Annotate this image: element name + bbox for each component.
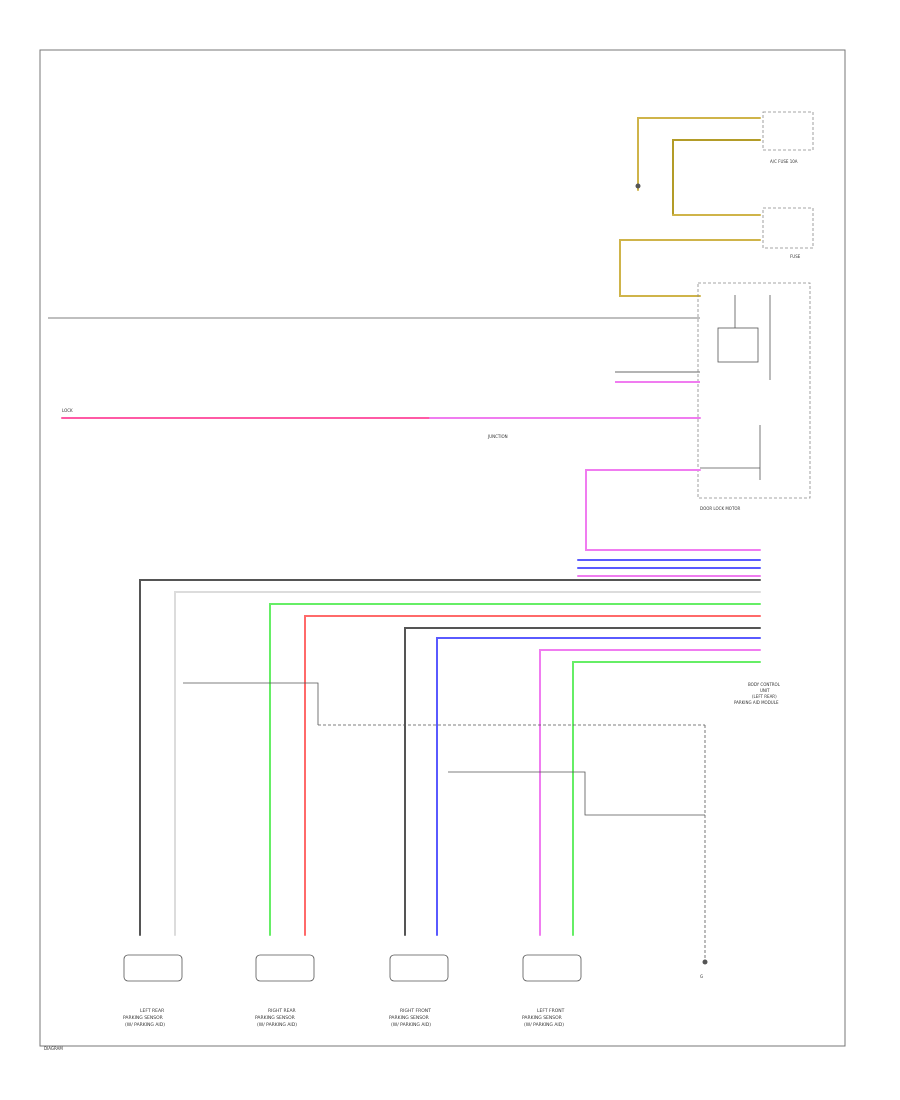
sensor-4-label-3: (W/ PARKING AID) — [524, 1022, 564, 1028]
sensor-2-label-2: PARKING SENSOR — [255, 1015, 295, 1021]
sensor-4-label-2: PARKING SENSOR — [522, 1015, 562, 1021]
wire-yellow-top-2 — [672, 139, 761, 216]
ground-label: G — [700, 974, 703, 979]
wire-red-1 — [304, 615, 761, 936]
sensor-4-body — [522, 954, 582, 982]
ground-top — [635, 183, 641, 189]
sensor-3-label-3: (W/ PARKING AID) — [391, 1022, 431, 1028]
wire-white-main — [174, 591, 761, 936]
door-lock-module-label: DOOR LOCK MOTOR — [700, 506, 741, 511]
sensor-3-label-2: PARKING SENSOR — [389, 1015, 429, 1021]
left-title-label: LOCK — [62, 408, 73, 413]
shield-2 — [448, 771, 705, 816]
sensor-1-label-3: (W/ PARKING AID) — [125, 1022, 165, 1028]
pink-line-group: JUNCTION LOCK — [61, 408, 701, 439]
fuse-box-2 — [762, 207, 814, 249]
top-fuse-group: A/C FUSE 10A FUSE — [619, 111, 814, 297]
body-control-connector: BODY CONTROL UNIT (LEFT REAR) PARKING AI… — [139, 559, 781, 936]
wire-magenta-4 — [539, 649, 761, 936]
sensor-1: LEFT REAR PARKING SENSOR (W/ PARKING AID… — [123, 954, 183, 1028]
wire-magenta-loop — [585, 469, 761, 551]
right-module-label-3: (LEFT REAR) — [752, 694, 777, 699]
relay-box — [717, 327, 759, 363]
wire-black-main — [139, 579, 761, 936]
diagram-frame — [39, 49, 846, 1047]
right-module-label-2: UNIT — [760, 688, 770, 693]
sensor-2-label-3: (W/ PARKING AID) — [257, 1022, 297, 1028]
sensor-1-body — [123, 954, 183, 982]
sensor-1-label-1: LEFT REAR — [140, 1008, 164, 1014]
sensor-4-label-1: LEFT FRONT — [537, 1008, 565, 1014]
sensor-2: RIGHT REAR PARKING SENSOR (W/ PARKING AI… — [255, 954, 315, 1028]
wire-green-1 — [269, 603, 761, 936]
fuse-label-b: FUSE — [790, 254, 801, 259]
sensor-2-body — [255, 954, 315, 982]
ground-bottom — [702, 959, 708, 965]
sensor-4: LEFT FRONT PARKING SENSOR (W/ PARKING AI… — [522, 954, 582, 1028]
footer-label: DIAGRAM — [44, 1046, 63, 1051]
wire-yellow-top-4 — [619, 239, 761, 297]
right-module-label-4: PARKING AID MODULE — [734, 700, 779, 705]
wire-blue-3 — [436, 637, 761, 936]
connector-mid-label: JUNCTION — [487, 434, 508, 439]
sensor-2-label-1: RIGHT REAR — [268, 1008, 296, 1014]
door-lock-module-box — [697, 282, 811, 499]
wire-yellow-top-1 — [637, 117, 761, 191]
sensor-3: RIGHT FRONT PARKING SENSOR (W/ PARKING A… — [389, 954, 449, 1028]
fuse-label-a: A/C FUSE 10A — [770, 159, 798, 164]
wire-black-2 — [404, 627, 761, 936]
sensor-3-label-1: RIGHT FRONT — [400, 1008, 431, 1014]
right-module-label-1: BODY CONTROL — [748, 682, 781, 687]
shield-1 — [183, 682, 319, 725]
fuse-box-1 — [762, 111, 814, 151]
sensor-3-body — [389, 954, 449, 982]
door-lock-module-group: DOOR LOCK MOTOR — [697, 282, 811, 511]
wire-green-2 — [572, 661, 761, 936]
sensor-1-label-2: PARKING SENSOR — [123, 1015, 163, 1021]
